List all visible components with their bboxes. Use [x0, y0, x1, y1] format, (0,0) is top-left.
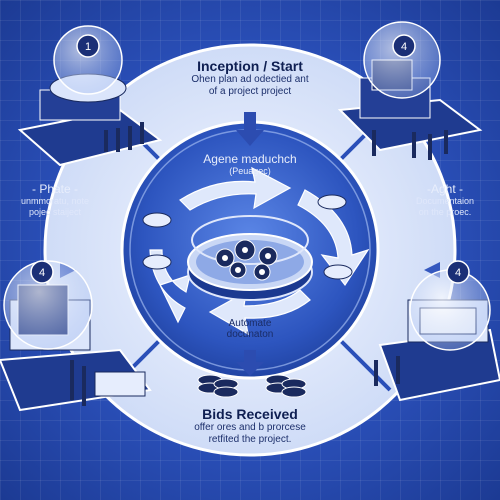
badge-bottom-right: 4 [455, 267, 461, 279]
center-title-block: Agene maduchch (Peuagec) [175, 152, 325, 176]
badge-top-left: 1 [85, 41, 91, 53]
top-card-title: Inception / Start [150, 58, 350, 74]
bottom-card-line2: retfited the project. [150, 434, 350, 446]
center-subtitle: (Peuagec) [175, 166, 325, 176]
right-card-title: -Aght - [390, 182, 500, 196]
right-card-line1: Documentaion [390, 196, 500, 207]
top-card-line1: Ohen plan ad odectied ant [150, 74, 350, 86]
bottom-card-title: Bids Received [150, 406, 350, 422]
automation-label: Automate docunaton [190, 318, 310, 340]
center-title: Agene maduchch [175, 152, 325, 166]
badge-bottom-left: 4 [39, 267, 45, 279]
right-card-line2: on the proec. [390, 207, 500, 218]
top-card-line2: of a project project [150, 86, 350, 98]
left-card-line1: unmmoratu, note [0, 196, 110, 207]
badge-top-right: 4 [401, 41, 407, 53]
right-card: -Aght - Documentaion on the proec. [390, 182, 500, 218]
bottom-card: Bids Received offer ores and b prorcese … [150, 406, 350, 445]
top-card: Inception / Start Ohen plan ad odectied … [150, 58, 350, 97]
automation-line2: docunaton [190, 329, 310, 340]
left-card-line2: pojec staiject [0, 207, 110, 218]
automation-line1: Automate [190, 318, 310, 329]
left-card: - Phate - unmmoratu, note pojec staiject [0, 182, 110, 218]
bottom-card-line1: offer ores and b prorcese [150, 422, 350, 434]
left-card-title: - Phate - [0, 182, 110, 196]
